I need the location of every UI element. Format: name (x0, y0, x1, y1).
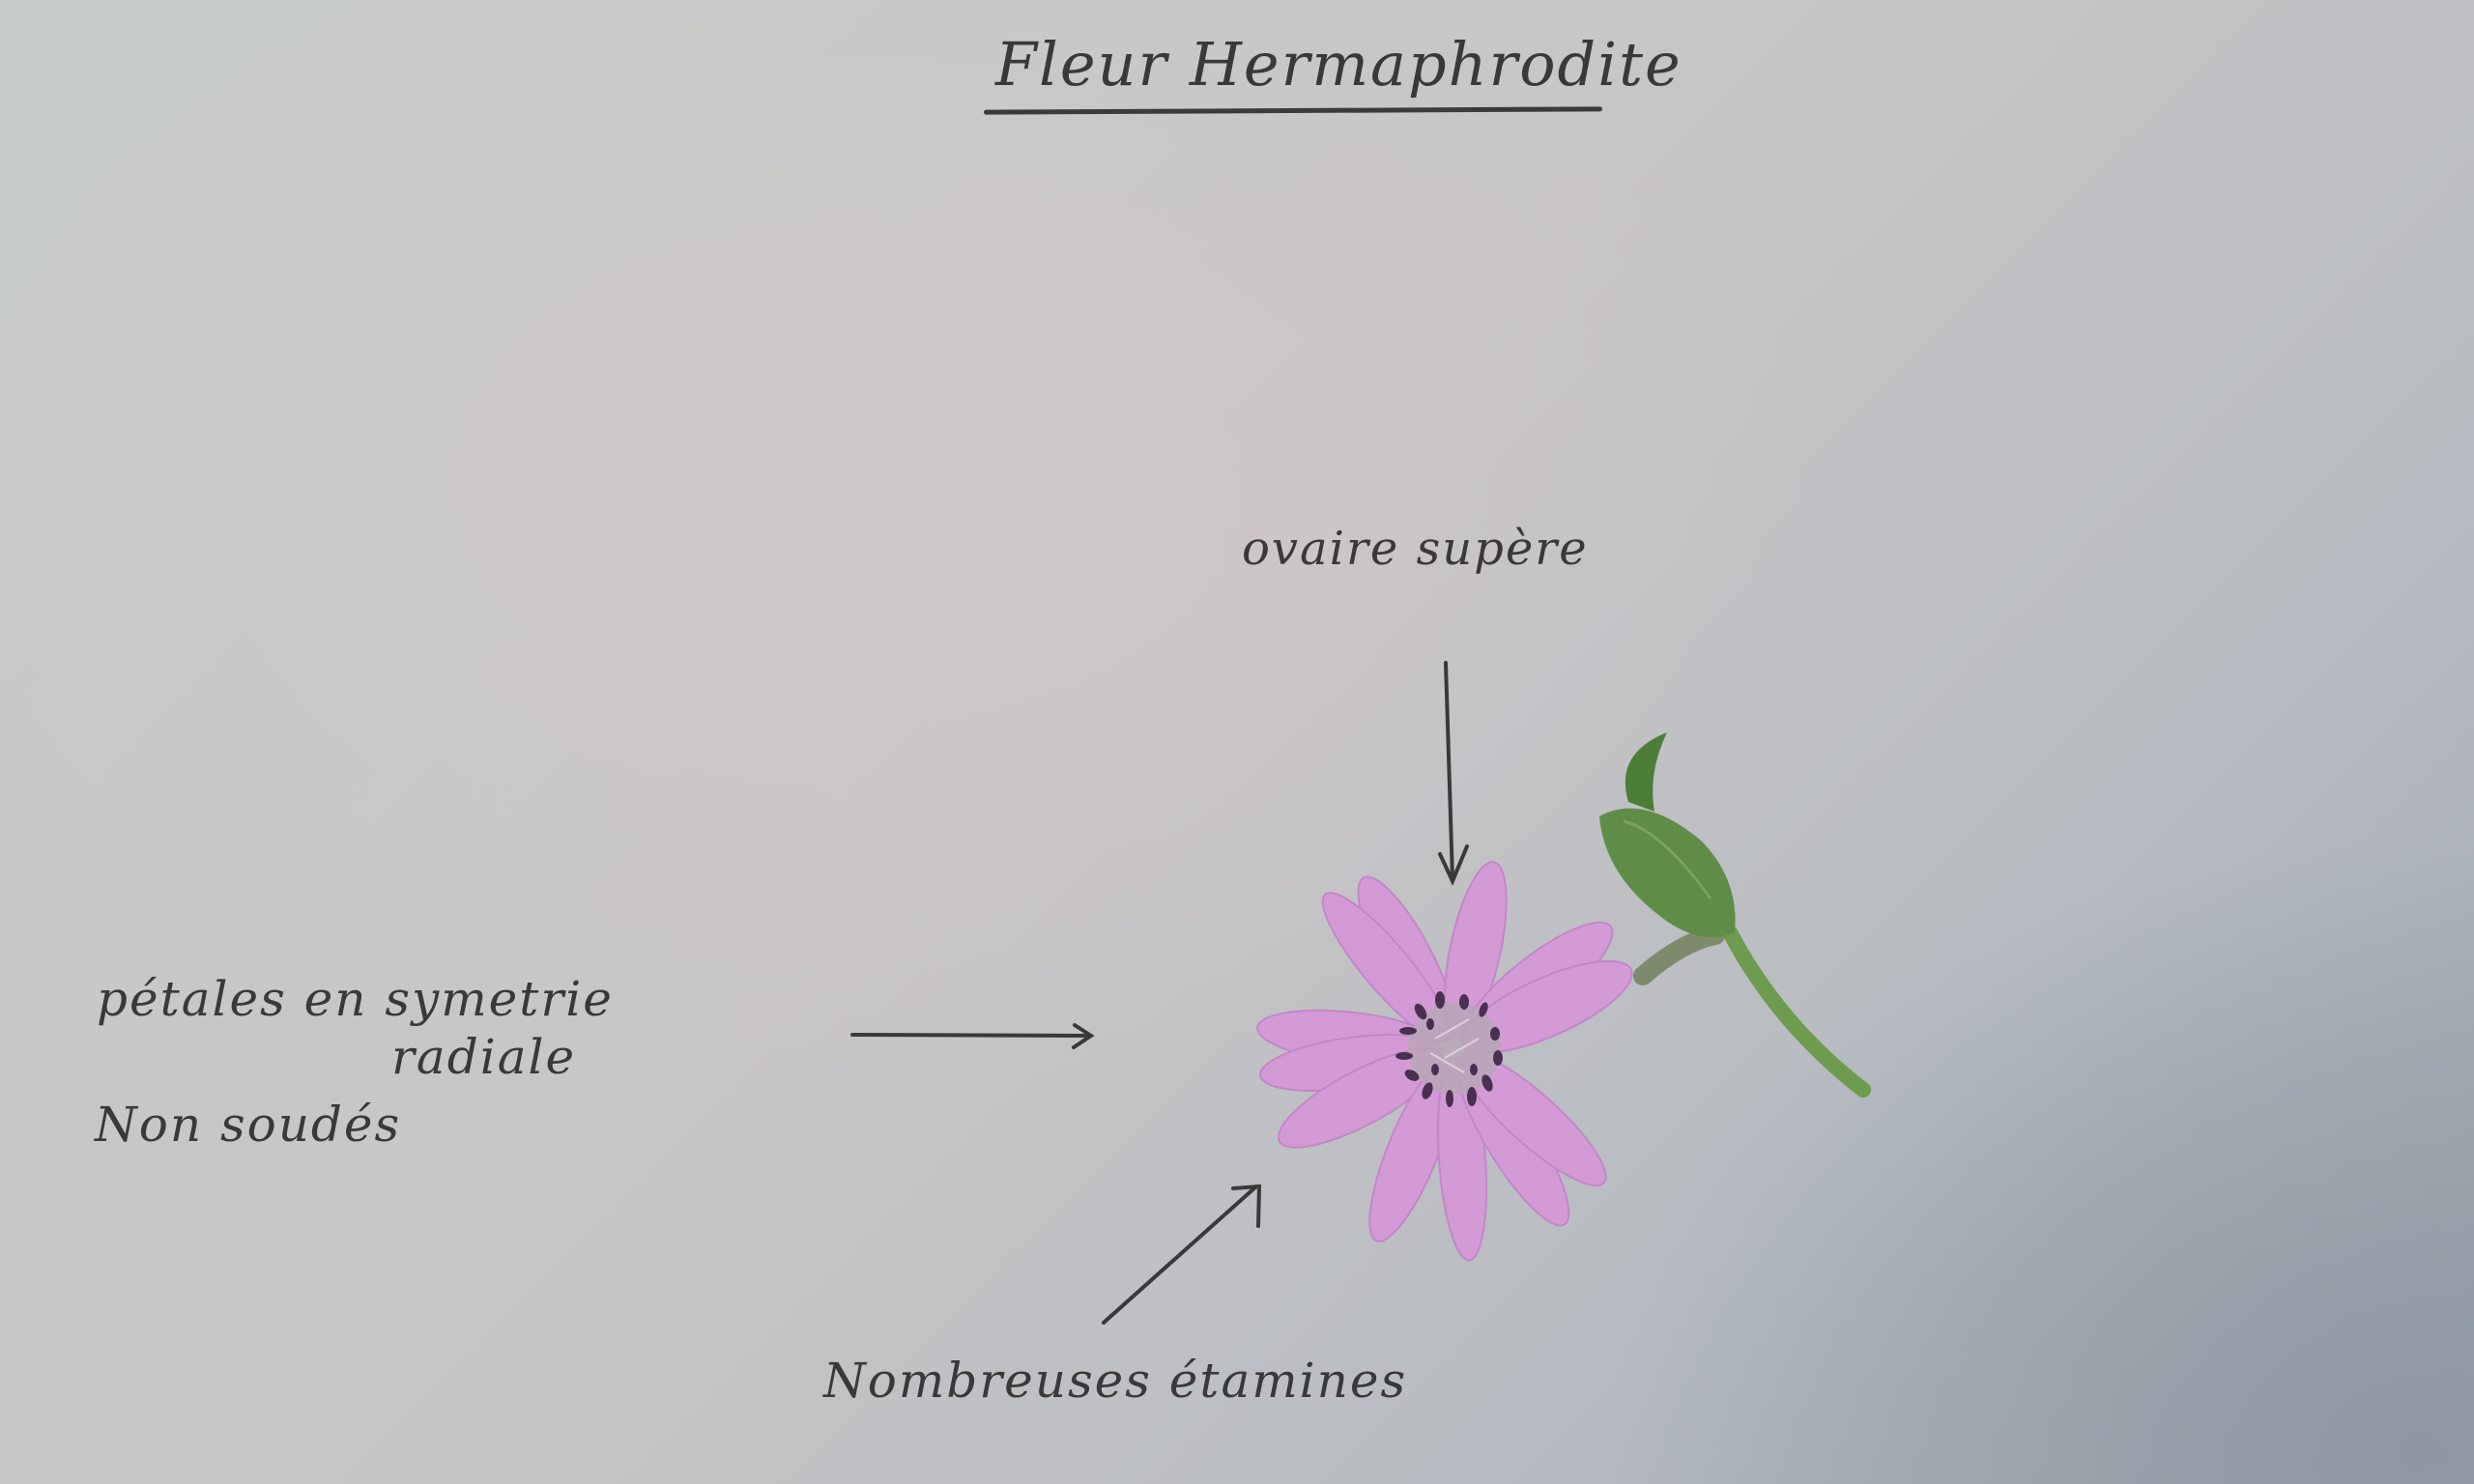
etamines-arrow (1102, 1184, 1262, 1325)
stamens (1395, 991, 1503, 1107)
petales-arrow (850, 1023, 1095, 1049)
ovaire-arrow (1438, 661, 1469, 886)
label-etamines: Nombreuses étamines (823, 1353, 1408, 1409)
label-petales-radiale: radiale (391, 1029, 577, 1085)
flower-stem (1633, 925, 1871, 1098)
label-ovaire: ovaire supère (1242, 522, 1589, 576)
green-bud-icon (1599, 732, 1736, 937)
flower-petals (1256, 861, 1633, 1262)
label-petales: pétales en symetrie (97, 971, 614, 1027)
label-non-soudes: Non soudés (95, 1097, 402, 1153)
page-title: Fleur Hermaphrodite (995, 29, 1683, 100)
